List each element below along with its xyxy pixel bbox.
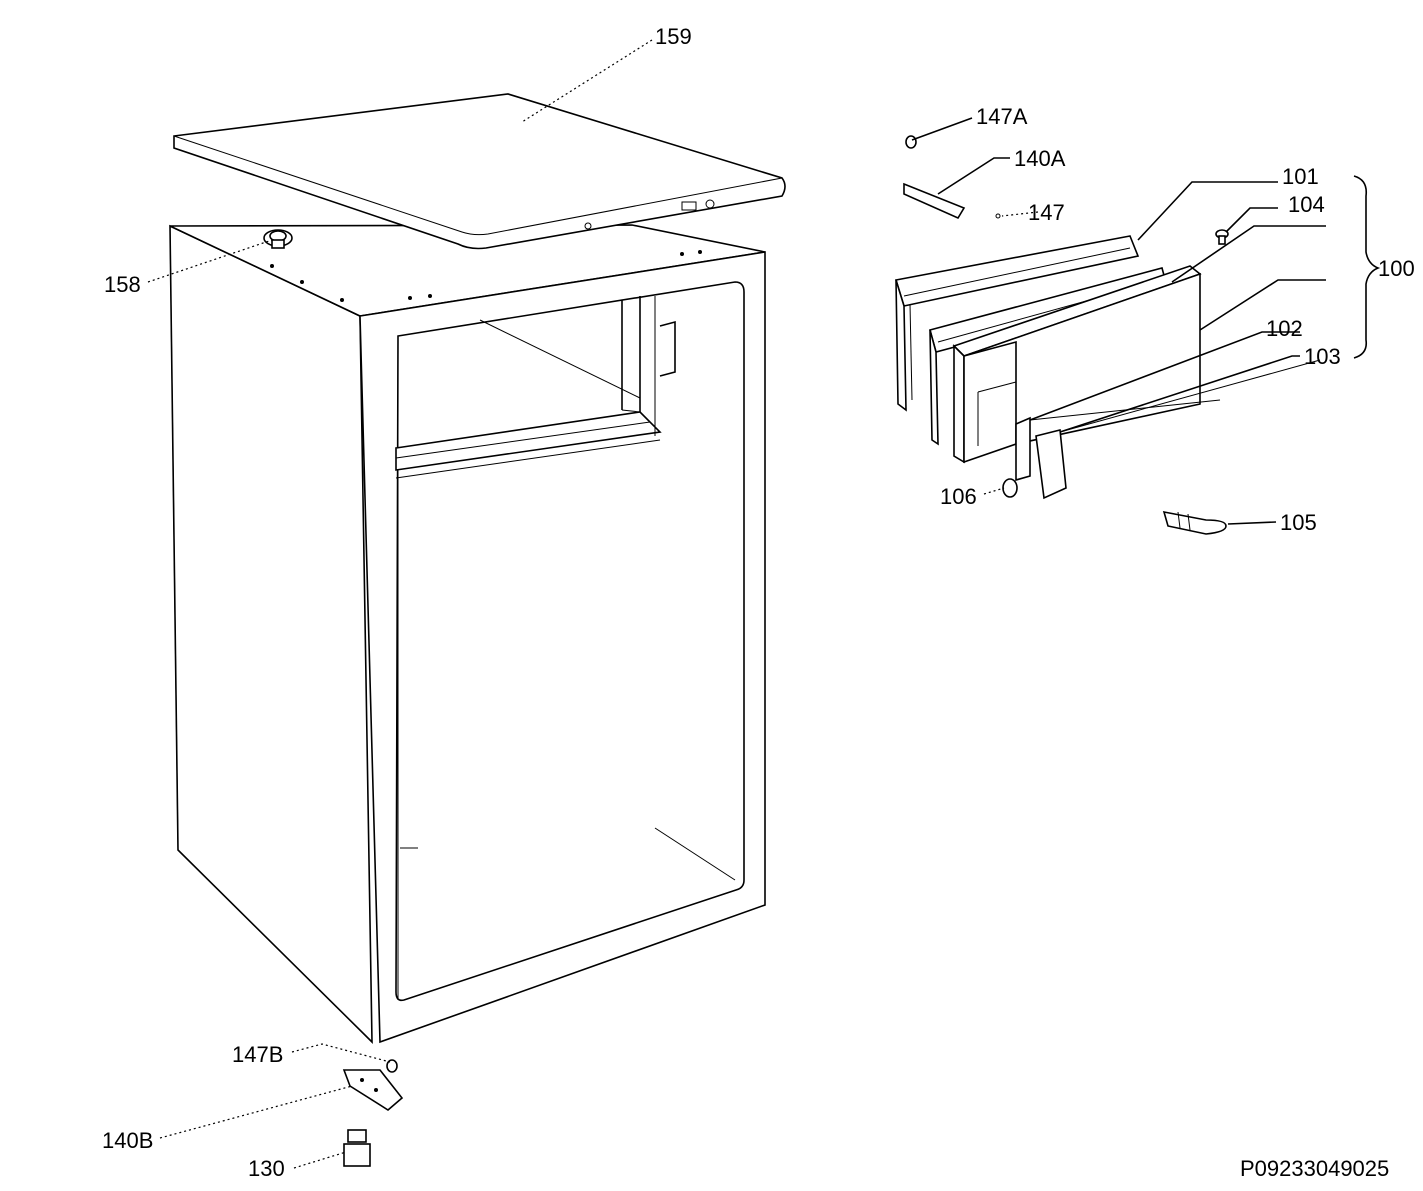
- worktop-lid: [173, 93, 786, 250]
- part-140A-hinge: [903, 182, 966, 220]
- part-104-screw: [1215, 229, 1229, 245]
- part-105-lock: [1162, 510, 1227, 535]
- part-158-plug: [263, 229, 293, 249]
- part-140B-hinge: [342, 1069, 404, 1111]
- rim-holes: [270, 250, 702, 302]
- callout-140A: 140A: [1014, 146, 1066, 171]
- part-106-cap: [1002, 478, 1018, 498]
- drawing-code: P09233049025: [1240, 1156, 1389, 1181]
- bracket-100: [1353, 175, 1381, 359]
- callout-105: 105: [1280, 510, 1317, 535]
- door-gasket-101: [894, 235, 1140, 412]
- callout-102: 102: [1266, 316, 1303, 341]
- part-147-pin: [995, 213, 1001, 219]
- callout-100: 100: [1378, 256, 1415, 281]
- cabinet-front-frame: [359, 251, 766, 1044]
- callout-104: 104: [1288, 192, 1325, 217]
- callout-147A: 147A: [976, 104, 1028, 129]
- callout-159: 159: [655, 24, 692, 49]
- cabinet-side-panel: [169, 224, 373, 1044]
- part-147A-bolt: [905, 135, 917, 149]
- callout-101: 101: [1282, 164, 1319, 189]
- inner-hinge-bracket: [659, 320, 676, 377]
- callout-147B: 147B: [232, 1042, 283, 1067]
- callout-147: 147: [1028, 200, 1065, 225]
- callout-158: 158: [104, 272, 141, 297]
- part-147B-bolt: [386, 1059, 398, 1073]
- callout-103: 103: [1304, 344, 1341, 369]
- callout-106: 106: [940, 484, 977, 509]
- door-handle-cap-103: [1035, 359, 1321, 500]
- door-outer-panel: [952, 265, 1202, 464]
- cabinet-body: [169, 224, 766, 1044]
- freezer-shelf: [395, 411, 662, 471]
- callout-140B: 140B: [102, 1128, 153, 1153]
- callout-130: 130: [248, 1156, 285, 1181]
- leader-lines: [147, 39, 1381, 1169]
- part-130-foot: [343, 1129, 371, 1167]
- door-handle-102: [1015, 399, 1221, 482]
